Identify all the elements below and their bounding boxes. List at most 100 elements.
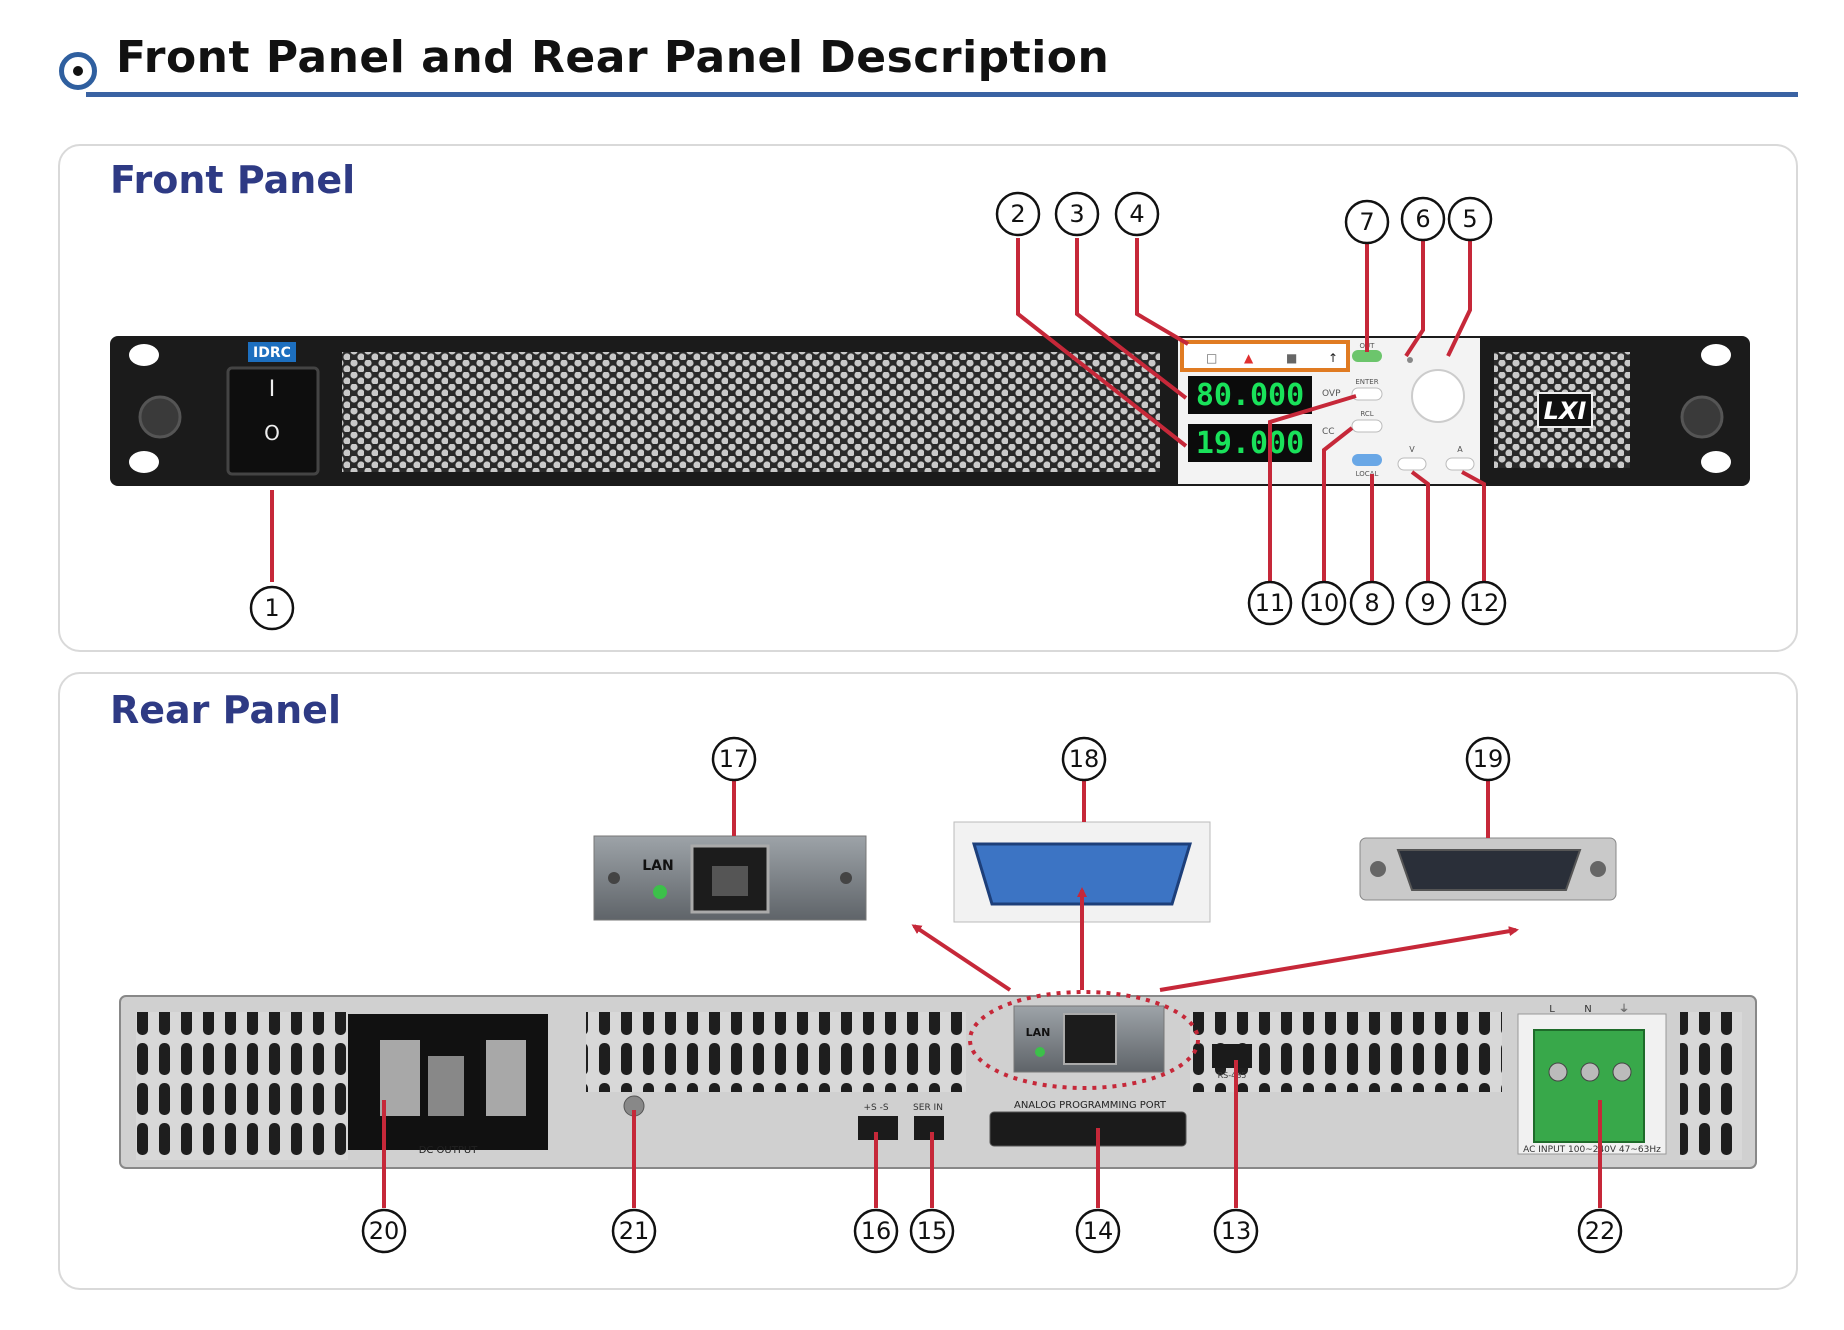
front-vent xyxy=(342,352,1160,472)
terminal-screw-icon xyxy=(1612,1062,1632,1082)
current-key-label: A xyxy=(1457,445,1463,454)
ch-indicator-icon xyxy=(1407,357,1413,363)
svg-text:11: 11 xyxy=(1255,589,1286,617)
lock-indicator-icon: ■ xyxy=(1286,351,1297,365)
rack-knob-icon xyxy=(1680,395,1724,439)
dc-terminal-positive[interactable] xyxy=(380,1040,420,1116)
svg-text:3: 3 xyxy=(1069,200,1084,228)
db25-module xyxy=(1359,837,1617,901)
svg-text:10: 10 xyxy=(1309,589,1340,617)
lan-module-label: LAN xyxy=(642,858,673,874)
callout-16: 16 xyxy=(853,1208,899,1254)
page-header: Front Panel and Rear Panel Description xyxy=(56,24,1806,104)
callout-20: 20 xyxy=(361,1208,407,1254)
recall-key[interactable] xyxy=(1351,419,1383,433)
recall-key-label: RCL xyxy=(1360,410,1373,418)
local-key[interactable] xyxy=(1352,454,1382,466)
svg-text:16: 16 xyxy=(861,1217,892,1245)
brand-text: IDRC xyxy=(253,345,291,361)
rear-lan-led-icon xyxy=(1035,1047,1045,1057)
front-panel-label: Front Panel xyxy=(110,158,356,202)
lan-module: LAN xyxy=(593,835,867,921)
svg-text:15: 15 xyxy=(917,1217,948,1245)
svg-text:14: 14 xyxy=(1083,1217,1114,1245)
voltage-key[interactable] xyxy=(1397,457,1427,471)
enter-key[interactable] xyxy=(1351,387,1383,401)
svg-text:9: 9 xyxy=(1420,589,1435,617)
callout-10: 10 xyxy=(1301,580,1347,626)
indicator-icon: □ xyxy=(1206,351,1217,365)
callout-1: 1 xyxy=(249,585,295,631)
voltage-readout: 80.000 xyxy=(1196,378,1304,413)
svg-text:12: 12 xyxy=(1469,589,1500,617)
callout-7: 7 xyxy=(1344,199,1390,245)
ac-terminal-label-l: L xyxy=(1549,1004,1555,1015)
switch-off-mark: O xyxy=(264,421,280,445)
header-rule xyxy=(86,92,1798,97)
rear-lan-label: LAN xyxy=(1026,1026,1051,1039)
rs485-label: RS-485 xyxy=(1218,1071,1247,1080)
callout-4: 4 xyxy=(1114,191,1160,237)
callout-5: 5 xyxy=(1447,196,1493,242)
svg-text:8: 8 xyxy=(1364,589,1379,617)
callout-3: 3 xyxy=(1054,191,1100,237)
rear-panel-label: Rear Panel xyxy=(110,688,341,732)
sense-label: +S -S xyxy=(863,1103,888,1113)
callout-22: 22 xyxy=(1577,1208,1623,1254)
bullet-target-icon xyxy=(59,52,97,90)
output-key[interactable] xyxy=(1352,350,1382,362)
analog-programming-port[interactable] xyxy=(989,1111,1187,1147)
lan-jack-icon xyxy=(712,866,748,896)
svg-text:20: 20 xyxy=(369,1217,400,1245)
callout-21: 21 xyxy=(611,1208,657,1254)
callout-14: 14 xyxy=(1075,1208,1121,1254)
svg-text:21: 21 xyxy=(619,1217,650,1245)
lan-led-icon xyxy=(653,885,667,899)
voltage-display xyxy=(1188,376,1312,414)
svg-text:17: 17 xyxy=(719,745,750,773)
terminal-screw-icon xyxy=(1580,1062,1600,1082)
terminal-screw-icon xyxy=(1548,1062,1568,1082)
callout-18: 18 xyxy=(1061,736,1107,782)
svg-text:22: 22 xyxy=(1585,1217,1616,1245)
enter-key-label: ENTER xyxy=(1355,378,1378,386)
analog-port-label: ANALOG PROGRAMMING PORT xyxy=(1014,1100,1167,1111)
dc-terminal-negative[interactable] xyxy=(486,1040,526,1116)
front-callouts: 1 2 3 4 5 6 7 8 9 10 11 12 xyxy=(249,191,1507,631)
rear-unit: DC OUTPUT LAN RS-485 ANALOG PROGRAMMING … xyxy=(119,990,1757,1169)
brand-badge xyxy=(248,342,296,362)
current-key[interactable] xyxy=(1445,457,1475,471)
callout-17: 17 xyxy=(711,736,757,782)
rear-leaders xyxy=(382,780,1602,1208)
gpib-connector-icon[interactable] xyxy=(971,842,1193,906)
svg-text:7: 7 xyxy=(1359,208,1374,236)
svg-text:13: 13 xyxy=(1221,1217,1252,1245)
rear-vent-left xyxy=(136,1012,348,1160)
callout-15: 15 xyxy=(909,1208,955,1254)
cc-mark: CC xyxy=(1322,427,1335,437)
ac-input-terminal-block[interactable] xyxy=(1533,1029,1645,1143)
rs485-connector[interactable] xyxy=(1212,1044,1252,1068)
rear-callouts: 13 14 15 16 17 18 19 20 21 22 xyxy=(361,736,1623,1254)
gpib-module xyxy=(953,821,1211,923)
power-switch[interactable] xyxy=(226,366,320,476)
ser-in-connector[interactable] xyxy=(914,1116,944,1140)
ac-terminal-label-n: N xyxy=(1584,1004,1591,1015)
dc-output-label: DC OUTPUT xyxy=(419,1145,479,1156)
voltage-key-label: V xyxy=(1409,445,1415,454)
dc-terminal-center xyxy=(428,1056,464,1116)
callout-2: 2 xyxy=(995,191,1041,237)
highlight-ellipse xyxy=(968,990,1200,1090)
callout-13: 13 xyxy=(1213,1208,1259,1254)
rear-lan-port-icon[interactable] xyxy=(1063,1013,1117,1065)
callout-19: 19 xyxy=(1465,736,1511,782)
rotary-knob[interactable] xyxy=(1411,369,1465,423)
ovp-mark: OVP xyxy=(1322,389,1341,399)
local-key-label: LOCAL xyxy=(1356,470,1379,478)
current-readout: 19.000 xyxy=(1196,426,1304,461)
rack-hole-icon xyxy=(1701,344,1731,366)
ac-input-label: AC INPUT 100~240V 47~63Hz xyxy=(1523,1145,1661,1155)
lxi-logo-text: LXI xyxy=(1544,397,1587,425)
db25-connector-icon[interactable] xyxy=(1396,849,1582,891)
